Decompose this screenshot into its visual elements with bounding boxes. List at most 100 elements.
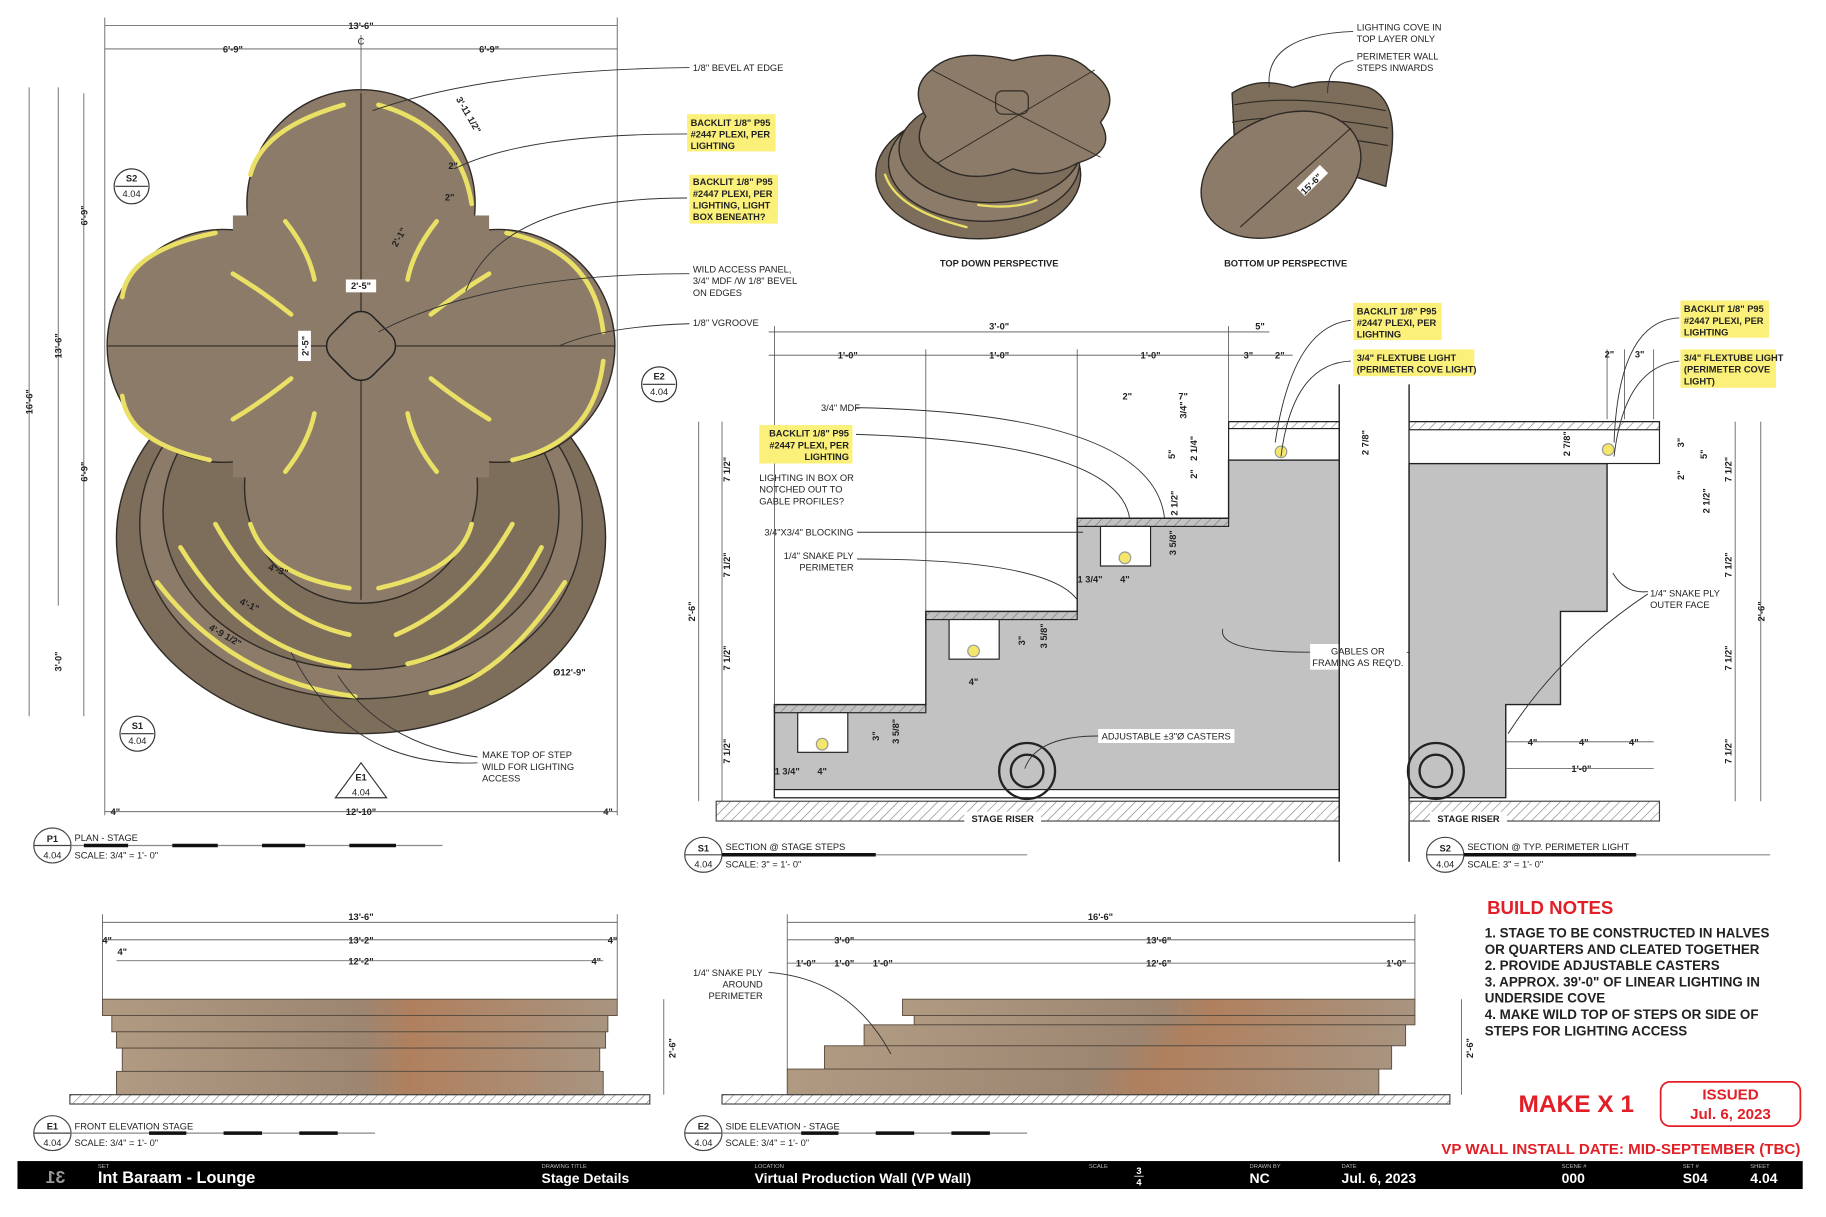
label-elev_e1-dims-2: 13'-2" [348,935,373,945]
label-plan-markers-3-id: E1 [355,772,366,782]
label-section_s1-dims-16: 4" [1120,574,1130,584]
label-plan-callouts-backlit2-0: BACKLIT 1/8" P95 [693,177,773,187]
label-elev_e1-dims-3: 4" [608,935,618,945]
section-perimeter-light: 2" 3" 2 7/8" 3" 5" 2" 2 1/2" 7 1/2" 7 1/… [1338,300,1784,873]
label-section_s1-callouts-snake-0: 1/4" SNAKE PLY [784,551,854,561]
label-elev_e1-sheet: 4.04 [43,1138,61,1148]
label-section_s1-dims-26: 2" [1189,469,1199,479]
label-section_s2-callouts-flextube-1: (PERIMETER COVE [1684,365,1770,375]
build-notes-title: BUILD NOTES [1487,897,1613,918]
label-title_block-location_label: LOCATION [755,1164,784,1170]
section-marker-s1[interactable]: S14.04 [119,715,156,752]
label-elev_e1-dims-7: 2'-6" [667,1038,677,1058]
label-section_s1-dims-22: 3 5/8" [1039,623,1049,648]
label-section_s1-dims-18: 1 3/4" [1077,574,1102,584]
label-section_s2-callouts-snake-1: OUTER FACE [1650,600,1709,610]
label-plan-markers-2-sheet: 4.04 [128,736,146,746]
label-title_block-drawing_title_label: DRAWING TITLE [542,1164,587,1170]
label-section_s1-dims-23: 3 5/8" [1168,530,1178,555]
label-section_s1-dims-9: 2'-6" [687,601,697,621]
label-plan-callouts-wildstep-1: WILD FOR LIGHTING [482,762,574,772]
elevation-marker-e1[interactable]: E14.04 [334,761,388,799]
label-title_block-scale_num: 3 [1136,1166,1141,1176]
label-plan-callouts-access-1: 3/4" MDF /W 1/8" BEVEL [693,276,797,286]
s2-title: S24.04 SECTION @ TYP. PERIMETER LIGHTSCA… [1425,836,1771,873]
label-section_s2-id: S2 [1440,843,1451,853]
install-date: VP WALL INSTALL DATE: MID-SEPTEMBER (TBC… [1441,1141,1800,1158]
label-section_s1-dims-28: 3/4" [1179,401,1189,418]
drawn-by: NC [1250,1170,1270,1186]
dim-panel-h: 2'-5" [301,336,311,356]
dim-steps: 3'-0" [54,651,64,671]
label-section_s1-dims-11: 7 1/2" [722,552,732,577]
label-section_s2-callouts-flextube-0: 3/4" FLEXTUBE LIGHT [1684,353,1784,363]
studio-logo: 31 [46,1167,66,1187]
label-title_block-date_label: DATE [1342,1164,1357,1170]
label-issued-label: ISSUED [1702,1086,1758,1103]
label-plan-callouts-backlit1-0: BACKLIT 1/8" P95 [691,118,771,128]
label-section_s1-dims-27: 2 1/2" [1169,491,1179,516]
label-title_block-drawn_by_label: DRAWN BY [1250,1164,1281,1170]
label-section_s2-callouts-flextube-2: LIGHT) [1684,376,1715,386]
label-section_s2-title: SECTION @ TYP. PERIMETER LIGHT [1467,842,1629,852]
label-section_s2-dims-7: 7 1/2" [1724,457,1734,482]
access-panel [325,310,397,382]
label-elev_e2-scale: SCALE: 3/4" = 1'- 0" [726,1138,810,1148]
label-elev_e2-callout-0: 1/4" SNAKE PLY [693,968,763,978]
label-elev_e2-sheet: 4.04 [694,1138,712,1148]
label-plan-callouts-access-0: WILD ACCESS PANEL, [693,265,792,275]
dim-lower: 6'-9" [79,462,89,482]
centerline-mark: C [358,36,365,46]
plan-markers: S24.04 E24.04 S14.04 E14.04 [113,168,678,799]
label-section_s1-callouts-question-0: LIGHTING IN BOX OR [759,473,854,483]
label-section_s2-dims-11: 2'-6" [1756,601,1766,621]
plan-top-flower [106,88,616,604]
build-notes: BUILD NOTES 1. STAGE TO BE CONSTRUCTED I… [1485,897,1770,1038]
label-section_s2-dims-14: 4" [1629,737,1639,747]
label-section_s1-dims-3: 1'-0" [989,351,1009,361]
elevation-marker-e2[interactable]: E24.04 [641,366,678,403]
plan-scale: SCALE: 3/4" = 1'- 0" [75,850,159,860]
dim-base-width: 12'-10" [346,807,376,817]
dim-half-right: 6'-9" [479,44,499,54]
set-number: S04 [1683,1170,1708,1186]
label-elev_e1-dims-0: 13'-6" [348,912,373,922]
label-section_s2-dims-15: 1'-0" [1571,764,1591,774]
label-section_s2-dims-5: 2" [1676,470,1686,480]
label-elev_e1-title: FRONT ELEVATION STAGE [75,1122,194,1132]
label-plan-callouts-access-2: ON EDGES [693,288,742,298]
label-elev_e2-dims-4: 1'-0" [834,959,854,969]
callout-bevel: 1/8" BEVEL AT EDGE [693,63,783,73]
label-section_s2-dims-12: 4" [1528,737,1538,747]
label-plan-markers-0-id: S2 [126,174,137,184]
scene-number: 000 [1562,1170,1586,1186]
label-plan-markers-1-id: E2 [653,372,664,382]
label-section_s1-callouts-backlit-2: LIGHTING [1357,330,1401,340]
label-title_block-sheet_label: SHEET [1750,1164,1770,1170]
label-section_s1-callouts-backlit-0: BACKLIT 1/8" P95 [1357,306,1437,316]
bottom-up-label: BOTTOM UP PERSPECTIVE [1224,259,1347,269]
top-down-perspective: TOP DOWN PERSPECTIVE [875,54,1111,269]
label-elev_e1-dims-5: 12'-2" [348,956,373,966]
label-build_notes-lines-2: 2. PROVIDE ADJUSTABLE CASTERS [1485,958,1720,973]
sheet-number: 4.04 [1750,1170,1777,1186]
section-marker-s2[interactable]: S2 4.04 [113,168,150,205]
label-plan-sheet: 4.04 [43,850,61,860]
dim-half-left: 6'-9" [223,44,243,54]
label-section_s1-callouts-blocking: 3/4"X3/4" BLOCKING [764,528,853,538]
label-section_s1-dims-10: 7 1/2" [722,457,732,482]
label-build_notes-lines-4: UNDERSIDE COVE [1485,991,1605,1006]
label-section_s1-dims-6: 2" [1275,351,1285,361]
s2-callouts: BACKLIT 1/8" P95#2447 PLEXI, PERLIGHTING… [1430,300,1784,825]
label-plan-callouts-backlit2-3: BOX BENEATH? [693,212,766,222]
label-section_s1-callouts-riser: STAGE RISER [971,814,1034,824]
label-plan-callouts-backlit2-1: #2447 PLEXI, PER [693,189,773,199]
label-perspectives-perimeter-0: PERIMETER WALL [1357,51,1439,61]
location: Virtual Production Wall (VP Wall) [755,1170,972,1186]
label-section_s2-dims-8: 7 1/2" [1724,552,1734,577]
label-plan-markers-0-sheet: 4.04 [123,189,141,199]
label-section_s1-dims-13: 7 1/2" [722,739,732,764]
dim-diameter: Ø12'-9" [553,667,585,677]
label-section_s1-dims-29: 2 7/8" [1360,430,1370,455]
